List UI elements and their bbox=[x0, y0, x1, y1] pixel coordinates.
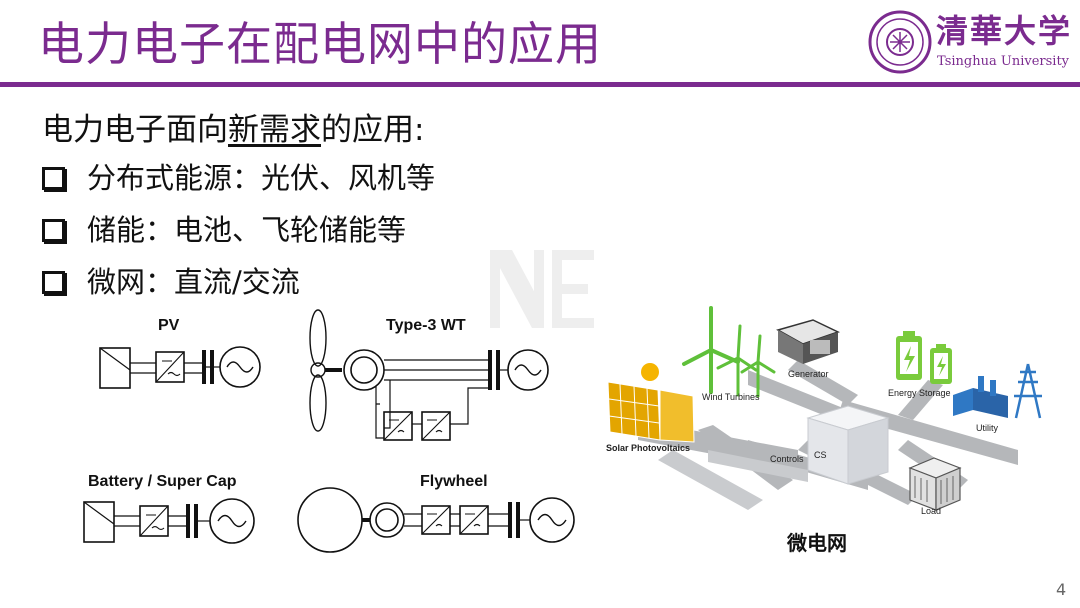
bullet-text: 储能：电池、飞轮储能等 bbox=[87, 213, 407, 247]
rotor-icon bbox=[309, 309, 327, 432]
busbar-icon bbox=[202, 350, 206, 384]
busbar-icon bbox=[488, 350, 492, 390]
seal-icon bbox=[868, 10, 932, 74]
checkbox-icon bbox=[42, 166, 65, 190]
ac-source-icon bbox=[507, 349, 549, 391]
checkbox-icon bbox=[42, 270, 65, 294]
ac-source-icon bbox=[219, 346, 261, 388]
converter-icon bbox=[421, 505, 451, 535]
lead-suffix: 的应用: bbox=[321, 112, 425, 148]
watermark-logo bbox=[490, 250, 594, 328]
energy-storage-label: Energy Storage bbox=[888, 388, 951, 398]
lead-underlined: 新需求 bbox=[228, 112, 321, 148]
page-number: 4 bbox=[1056, 580, 1067, 599]
title-divider bbox=[0, 82, 1080, 87]
wind-turbine-icon bbox=[682, 306, 776, 398]
flywheel-label: Flywheel bbox=[420, 473, 488, 490]
bullet-item: 微网：直流/交流 bbox=[42, 256, 435, 308]
bullet-item: 储能：电池、飞轮储能等 bbox=[42, 204, 435, 256]
converter-diagrams: PV Type-3 WT bbox=[83, 309, 575, 553]
battery-icon bbox=[896, 331, 952, 384]
slide-title: 电力电子在配电网中的应用 bbox=[38, 17, 602, 71]
pv-panel-icon bbox=[607, 363, 695, 443]
generator-label: Generator bbox=[788, 369, 829, 379]
battery-diagram: Battery / Super Cap bbox=[83, 473, 255, 544]
controls-label: Controls bbox=[770, 454, 804, 464]
wt-label: Type-3 WT bbox=[386, 317, 466, 334]
flywheel-diagram: Flywheel bbox=[297, 473, 575, 553]
utility-icon bbox=[953, 363, 1042, 419]
converter-icon bbox=[155, 351, 185, 383]
pv-diagram: PV bbox=[99, 317, 261, 389]
pv-panel-icon bbox=[83, 501, 115, 543]
busbar-icon bbox=[496, 350, 500, 390]
busbar-icon bbox=[186, 504, 190, 538]
checkbox-icon bbox=[42, 218, 65, 242]
bullet-item: 分布式能源：光伏、风机等 bbox=[42, 152, 435, 204]
controls-cube-icon: CS bbox=[806, 405, 890, 485]
pv-panel-icon bbox=[99, 347, 131, 389]
generator-icon bbox=[776, 319, 840, 364]
wt-diagram: Type-3 WT bbox=[309, 309, 549, 441]
converter-icon bbox=[139, 505, 169, 537]
busbar-icon bbox=[516, 502, 520, 538]
load-label: Load bbox=[921, 506, 941, 516]
lead-heading: 电力电子面向新需求的应用: bbox=[42, 104, 424, 149]
microgrid-caption: 微电网 bbox=[787, 531, 847, 555]
generator-icon bbox=[343, 349, 385, 391]
load-building-icon bbox=[908, 457, 962, 511]
busbar-icon bbox=[194, 504, 198, 538]
utility-label: Utility bbox=[976, 423, 998, 433]
battery-label: Battery / Super Cap bbox=[88, 473, 237, 490]
wind-label: Wind Turbines bbox=[702, 392, 760, 402]
converter-icon bbox=[459, 505, 489, 535]
pv-label: PV bbox=[158, 317, 180, 334]
solar-label: Solar Photovoltaics bbox=[606, 443, 690, 453]
cs-label: CS bbox=[814, 450, 827, 460]
logo-chinese-name: 清華大学 bbox=[936, 12, 1073, 50]
ac-source-icon bbox=[209, 498, 255, 544]
bullet-text: 分布式能源：光伏、风机等 bbox=[87, 161, 436, 195]
logo-english-name: Tsinghua University bbox=[937, 54, 1070, 69]
university-logo bbox=[868, 10, 932, 74]
bullet-text: 微网：直流/交流 bbox=[87, 265, 300, 299]
microgrid-illustration: Solar Photovoltaics Wind Turbines Genera… bbox=[606, 306, 1042, 516]
converter-icon bbox=[383, 411, 413, 441]
bullet-list: 分布式能源：光伏、风机等 储能：电池、飞轮储能等 微网：直流/交流 bbox=[42, 152, 435, 308]
flywheel-icon bbox=[297, 487, 363, 553]
ac-source-icon bbox=[529, 497, 575, 543]
lead-prefix: 电力电子面向 bbox=[42, 112, 228, 148]
converter-icon bbox=[421, 411, 451, 441]
busbar-icon bbox=[508, 502, 512, 538]
